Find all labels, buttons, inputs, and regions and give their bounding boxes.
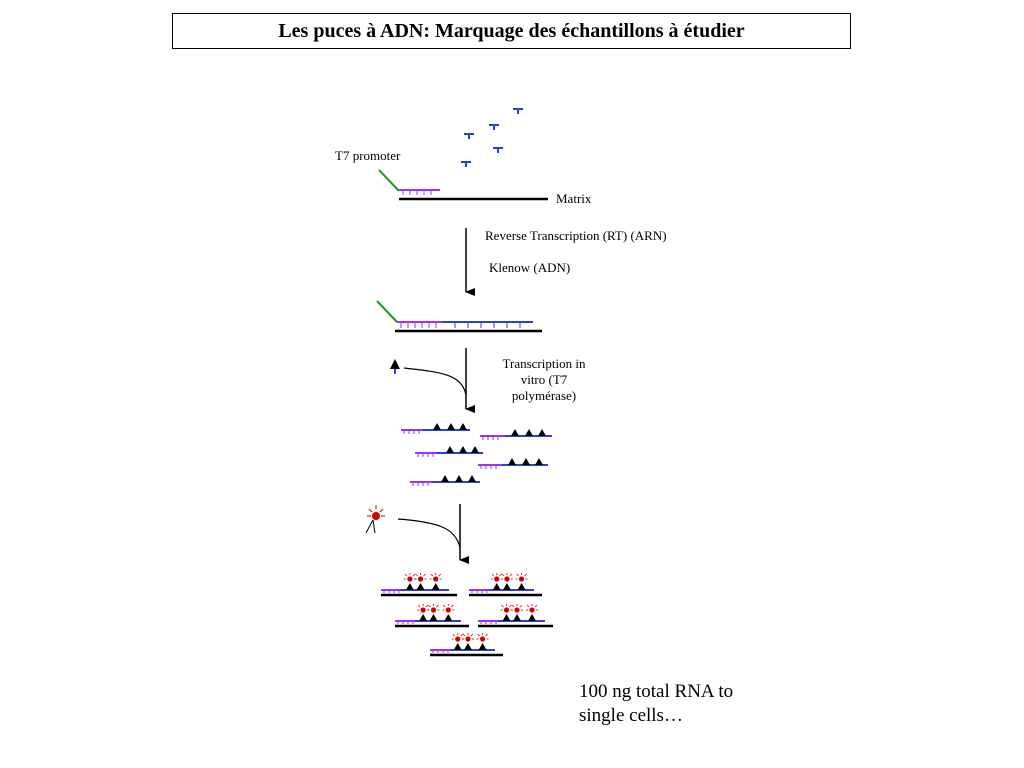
labeled-hybrid-strand [430, 633, 503, 657]
labeled-hybrid-strand [381, 573, 457, 597]
footnote: 100 ng total RNA to single cells… [579, 681, 734, 726]
crna-products [401, 423, 552, 486]
free-primers [461, 108, 523, 167]
matrix-label: Matrix [556, 191, 592, 206]
arrow-step-3 [365, 504, 469, 564]
cdna-strand [376, 300, 542, 333]
transcription-in-vitro-label: Transcription in vitro (T7 polymérase) [502, 356, 586, 403]
reverse-transcription-label: Reverse Transcription (RT) (ARN) [485, 228, 667, 243]
labeled-hybrid-strand [469, 573, 542, 597]
klenow-label: Klenow (ADN) [489, 260, 571, 275]
matrix-strand-1 [378, 169, 548, 201]
labeled-hybrid-strand [478, 604, 553, 628]
title-box: Les puces à ADN: Marquage des échantillo… [172, 13, 851, 49]
t7-promoter-label: T7 promoter [335, 148, 401, 163]
fluorophore-icon [365, 505, 385, 534]
labeled-hybrid-strand [395, 604, 469, 628]
arrow-step-2 [390, 348, 475, 413]
slide-title: Les puces à ADN: Marquage des échantillo… [278, 19, 745, 42]
labeled-hybrids [381, 573, 553, 657]
